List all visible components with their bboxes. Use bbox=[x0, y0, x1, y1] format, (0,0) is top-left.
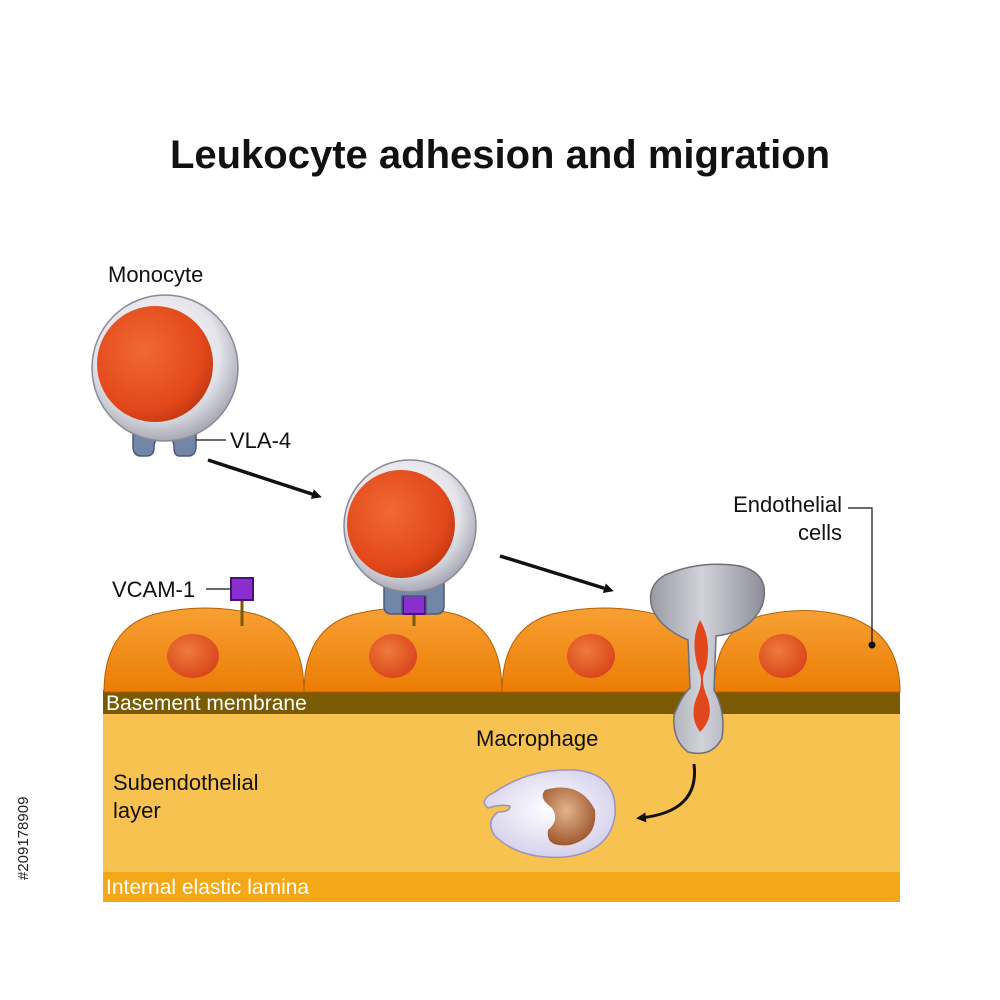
endothelial-cell bbox=[303, 607, 503, 693]
diagram-title: Leukocyte adhesion and migration bbox=[170, 133, 830, 177]
monocyte-nucleus bbox=[347, 470, 455, 578]
endothelial-label-line2: cells bbox=[798, 520, 842, 545]
macrophage-nucleus bbox=[542, 787, 596, 846]
process-arrow bbox=[499, 554, 614, 594]
macrophage bbox=[483, 769, 616, 859]
endothelial-leader bbox=[848, 507, 873, 645]
process-arrow bbox=[207, 458, 322, 499]
subendothelial-label-line1: Subendothelial bbox=[113, 770, 259, 795]
migration-arrow bbox=[636, 763, 697, 823]
monocyte-free bbox=[91, 294, 239, 457]
endothelial-nucleus bbox=[369, 634, 417, 678]
transmigrating-nucleus bbox=[693, 620, 710, 732]
endothelial-label-line1: Endothelial bbox=[733, 492, 842, 517]
endothelial-nucleus bbox=[759, 634, 807, 678]
endothelial-leader-dot bbox=[868, 641, 876, 649]
monocyte-transmigrating bbox=[649, 563, 766, 755]
monocyte-adhered bbox=[343, 459, 477, 615]
basement-membrane-label: Basement membrane bbox=[106, 692, 307, 715]
vla4-label: VLA-4 bbox=[230, 428, 291, 453]
macrophage-label: Macrophage bbox=[476, 726, 598, 751]
endothelial-cell bbox=[501, 607, 701, 693]
basement-membrane-band bbox=[103, 690, 900, 714]
monocyte-nucleus bbox=[97, 306, 213, 422]
internal-elastic-lamina-band bbox=[103, 872, 900, 902]
internal-elastic-lamina-label: Internal elastic lamina bbox=[106, 876, 309, 899]
endothelial-nucleus bbox=[167, 634, 219, 678]
endothelial-cell bbox=[713, 610, 901, 693]
endothelial-nucleus bbox=[567, 634, 615, 678]
vcam1-label: VCAM-1 bbox=[112, 577, 195, 602]
stock-id: #209178909 bbox=[15, 797, 32, 880]
endothelial-cell bbox=[103, 607, 305, 693]
monocyte-label: Monocyte bbox=[108, 262, 203, 287]
subendothelial-label-line2: layer bbox=[113, 798, 161, 823]
